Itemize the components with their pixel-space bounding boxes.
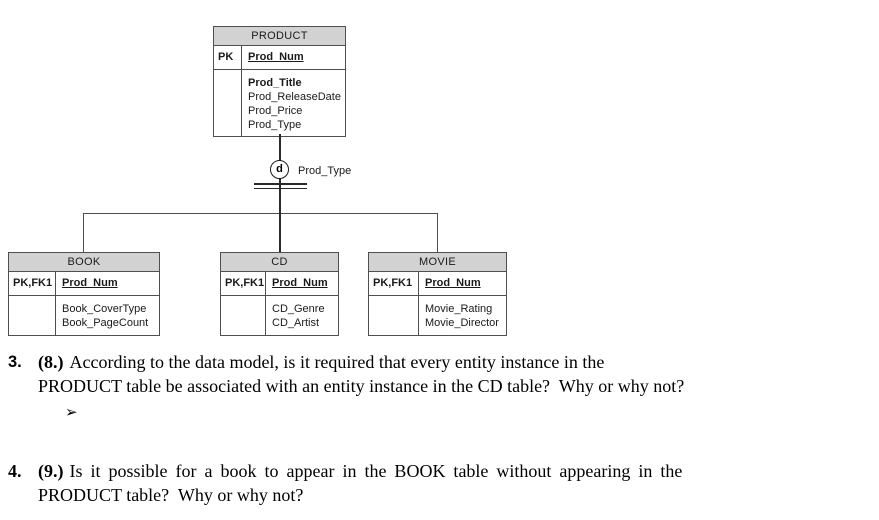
attribute: Prod_Title bbox=[248, 77, 302, 89]
question-3-number: 3. bbox=[8, 353, 22, 371]
question-3: 3. (8.)According to the data model, is i… bbox=[8, 351, 808, 421]
disjoint-subtype-icon: d bbox=[270, 160, 289, 179]
attribute: Book_PageCount bbox=[62, 317, 149, 329]
movie-pk-row: PK,FK1 Prod_Num bbox=[369, 272, 506, 296]
connector-drop-movie bbox=[437, 213, 439, 252]
question-3-line1: (8.)According to the data model, is it r… bbox=[38, 351, 684, 375]
movie-attributes: Movie_Rating Movie_Director bbox=[419, 296, 499, 335]
connector-drop-book bbox=[83, 213, 85, 252]
cd-pk-attribute: Prod_Num bbox=[272, 277, 328, 289]
movie-key-label: PK,FK1 bbox=[369, 272, 419, 295]
movie-pk-attribute: Prod_Num bbox=[425, 277, 481, 289]
product-attributes: Prod_Title Prod_ReleaseDate Prod_Price P… bbox=[242, 70, 341, 136]
cd-key-label: PK,FK1 bbox=[221, 272, 266, 295]
cd-key-spacer bbox=[221, 296, 266, 335]
question-4-text1: Is it possible for a book to appear in t… bbox=[69, 461, 683, 481]
product-table-title: PRODUCT bbox=[214, 27, 345, 46]
book-key-spacer bbox=[9, 296, 56, 335]
connector-circle-to-bus bbox=[279, 179, 281, 214]
movie-key-spacer bbox=[369, 296, 419, 335]
cd-attributes: CD_Genre CD_Artist bbox=[266, 296, 325, 335]
cd-attr-row: CD_Genre CD_Artist bbox=[221, 296, 338, 335]
product-pk-row: PK Prod_Num bbox=[214, 46, 345, 70]
question-3-line2: PRODUCT table be associated with an enti… bbox=[38, 375, 685, 396]
attribute: Prod_Price bbox=[248, 105, 303, 117]
book-key-label: PK,FK1 bbox=[9, 272, 56, 295]
connector-drop-cd bbox=[279, 213, 281, 252]
attribute: Movie_Rating bbox=[425, 303, 493, 315]
question-3-prefix: (8.) bbox=[38, 352, 64, 372]
completeness-double-line-bottom bbox=[254, 187, 307, 190]
cd-table-title: CD bbox=[221, 253, 338, 272]
question-4-content: (9.)Is it possible for a book to appear … bbox=[38, 460, 793, 507]
movie-table-title: MOVIE bbox=[369, 253, 506, 272]
question-4-line1: (9.)Is it possible for a book to appear … bbox=[38, 460, 793, 484]
product-pk-attribute: Prod_Num bbox=[248, 51, 304, 63]
attribute: Book_CoverType bbox=[62, 303, 147, 315]
erd-table-movie: MOVIE PK,FK1 Prod_Num Movie_Rating Movie… bbox=[368, 252, 507, 336]
product-attr-row: Prod_Title Prod_ReleaseDate Prod_Price P… bbox=[214, 70, 345, 136]
erd-table-cd: CD PK,FK1 Prod_Num CD_Genre CD_Artist bbox=[220, 252, 339, 336]
attribute: Prod_ReleaseDate bbox=[248, 91, 341, 103]
question-3-content: (8.)According to the data model, is it r… bbox=[38, 351, 684, 421]
erd-table-book: BOOK PK,FK1 Prod_Num Book_CoverType Book… bbox=[8, 252, 160, 336]
book-attr-row: Book_CoverType Book_PageCount bbox=[9, 296, 159, 335]
book-pk-row: PK,FK1 Prod_Num bbox=[9, 272, 159, 296]
connector-horizontal-bus bbox=[83, 213, 438, 215]
completeness-double-line-top bbox=[254, 183, 307, 185]
product-key-spacer bbox=[214, 70, 242, 136]
movie-attr-row: Movie_Rating Movie_Director bbox=[369, 296, 506, 335]
attribute: Movie_Director bbox=[425, 317, 499, 329]
book-table-title: BOOK bbox=[9, 253, 159, 272]
question-4: 4. (9.)Is it possible for a book to appe… bbox=[8, 460, 800, 507]
attribute: CD_Artist bbox=[272, 317, 320, 329]
cd-pk-row: PK,FK1 Prod_Num bbox=[221, 272, 338, 296]
question-4-line2: PRODUCT table? Why or why not? bbox=[38, 484, 304, 505]
question-3-text1: According to the data model, is it requi… bbox=[69, 352, 605, 372]
product-key-label: PK bbox=[214, 46, 242, 69]
question-4-prefix: (9.) bbox=[38, 461, 64, 481]
arrow-bullet-icon: ➢ bbox=[65, 403, 78, 421]
attribute: CD_Genre bbox=[272, 303, 325, 315]
book-attributes: Book_CoverType Book_PageCount bbox=[56, 296, 148, 335]
subtype-discriminator-label: Prod_Type bbox=[298, 165, 352, 177]
book-pk-attribute: Prod_Num bbox=[62, 277, 118, 289]
erd-table-product: PRODUCT PK Prod_Num Prod_Title Prod_Rele… bbox=[213, 26, 346, 137]
attribute: Prod_Type bbox=[248, 119, 302, 131]
question-4-number: 4. bbox=[8, 461, 22, 481]
connector-product-to-circle bbox=[279, 134, 281, 161]
